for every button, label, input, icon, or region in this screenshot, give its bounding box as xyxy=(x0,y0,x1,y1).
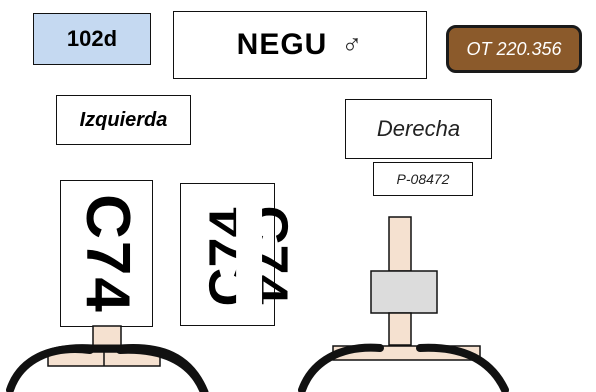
bird-name: NEGU xyxy=(236,28,328,61)
right-leg-icon xyxy=(298,216,509,392)
right-tarsus-upper xyxy=(388,216,412,272)
left-leg-icon xyxy=(6,325,209,392)
male-symbol-icon: ♂ xyxy=(341,29,364,60)
left-leg-label: Izquierda xyxy=(56,95,191,145)
left-ring-back-view: C74 C74 xyxy=(180,183,275,326)
right-leg-label: Derecha xyxy=(345,99,492,159)
right-plate-ring xyxy=(370,270,438,314)
bird-name-box: NEGU ♂ xyxy=(173,11,427,79)
bird-id-label: 102d xyxy=(33,13,151,65)
order-code-badge: OT 220.356 xyxy=(446,25,582,73)
right-tarsus-lower xyxy=(388,312,412,346)
right-plate-code: P-08472 xyxy=(373,162,473,196)
